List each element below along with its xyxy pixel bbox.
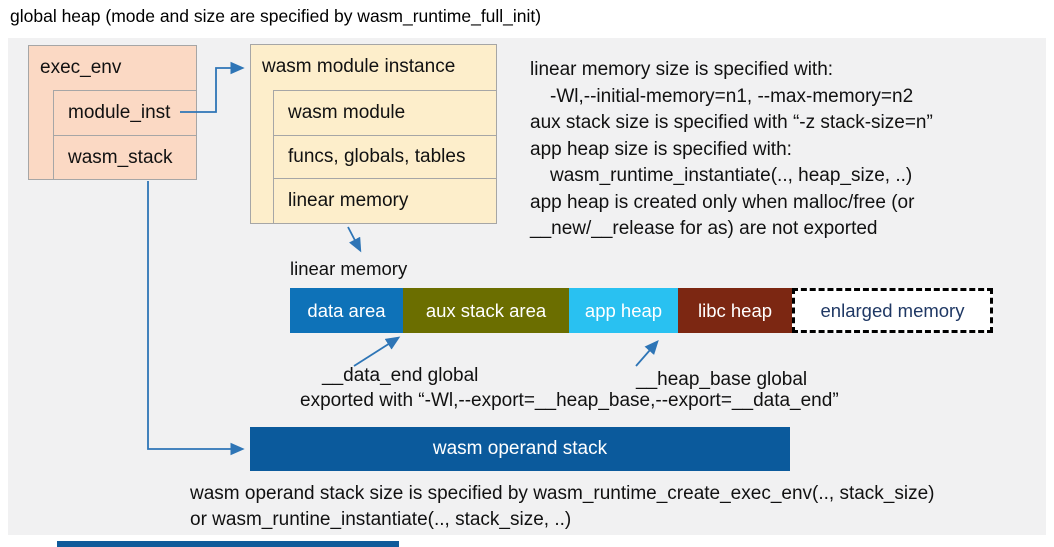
note-line: aux stack size is specified with “-z sta…: [530, 112, 933, 133]
page-title: global heap (mode and size are specified…: [10, 6, 542, 26]
note-line: wasm operand stack size is specified by …: [190, 483, 935, 504]
linear-memory-label: linear memory: [290, 258, 408, 279]
module-inst-box: module_inst: [53, 90, 197, 136]
note-line: app heap is created only when malloc/fre…: [530, 191, 915, 213]
linear-memory-row-box: linear memory: [273, 178, 497, 224]
data-end-global-label: __data_end global: [322, 365, 479, 386]
exec-env-title: exec_env: [40, 56, 122, 78]
operand-stack-notes: wasm operand stack size is specified by …: [190, 481, 1040, 533]
linear-memory-bar: data area aux stack area app heap libc h…: [290, 288, 993, 333]
aux-stack-area-segment: aux stack area: [403, 288, 569, 333]
note-line: wasm_runtime_instantiate(.., heap_size, …: [550, 165, 913, 186]
wasm-operand-stack-bar: wasm operand stack: [250, 427, 790, 471]
data-area-segment: data area: [290, 288, 403, 333]
enlarged-memory-segment: enlarged memory: [792, 288, 993, 333]
wasm-module-box: wasm module: [273, 90, 497, 136]
exported-flags-label: exported with “-Wl,--export=__heap_base,…: [300, 390, 839, 411]
wasm-stack-box: wasm_stack: [53, 135, 197, 180]
libc-heap-segment: libc heap: [678, 288, 792, 333]
note-line: app heap size is specified with:: [530, 138, 792, 160]
app-heap-segment: app heap: [569, 288, 678, 333]
note-line: __new/__release for as) are not exported: [530, 218, 878, 239]
heap-base-global-label: __heap_base global: [636, 369, 808, 390]
note-line: linear memory size is specified with:: [530, 59, 834, 80]
funcs-globals-tables-box: funcs, globals, tables: [273, 135, 497, 179]
note-line: -Wl,--initial-memory=n1, --max-memory=n2: [550, 85, 914, 107]
note-line: or wasm_runtine_instantiate(.., stack_si…: [190, 509, 572, 530]
linear-memory-notes: linear memory size is specified with: -W…: [530, 57, 1035, 243]
wasm-module-instance-title: wasm module instance: [262, 56, 456, 77]
bottom-blue-strip: [57, 541, 399, 547]
